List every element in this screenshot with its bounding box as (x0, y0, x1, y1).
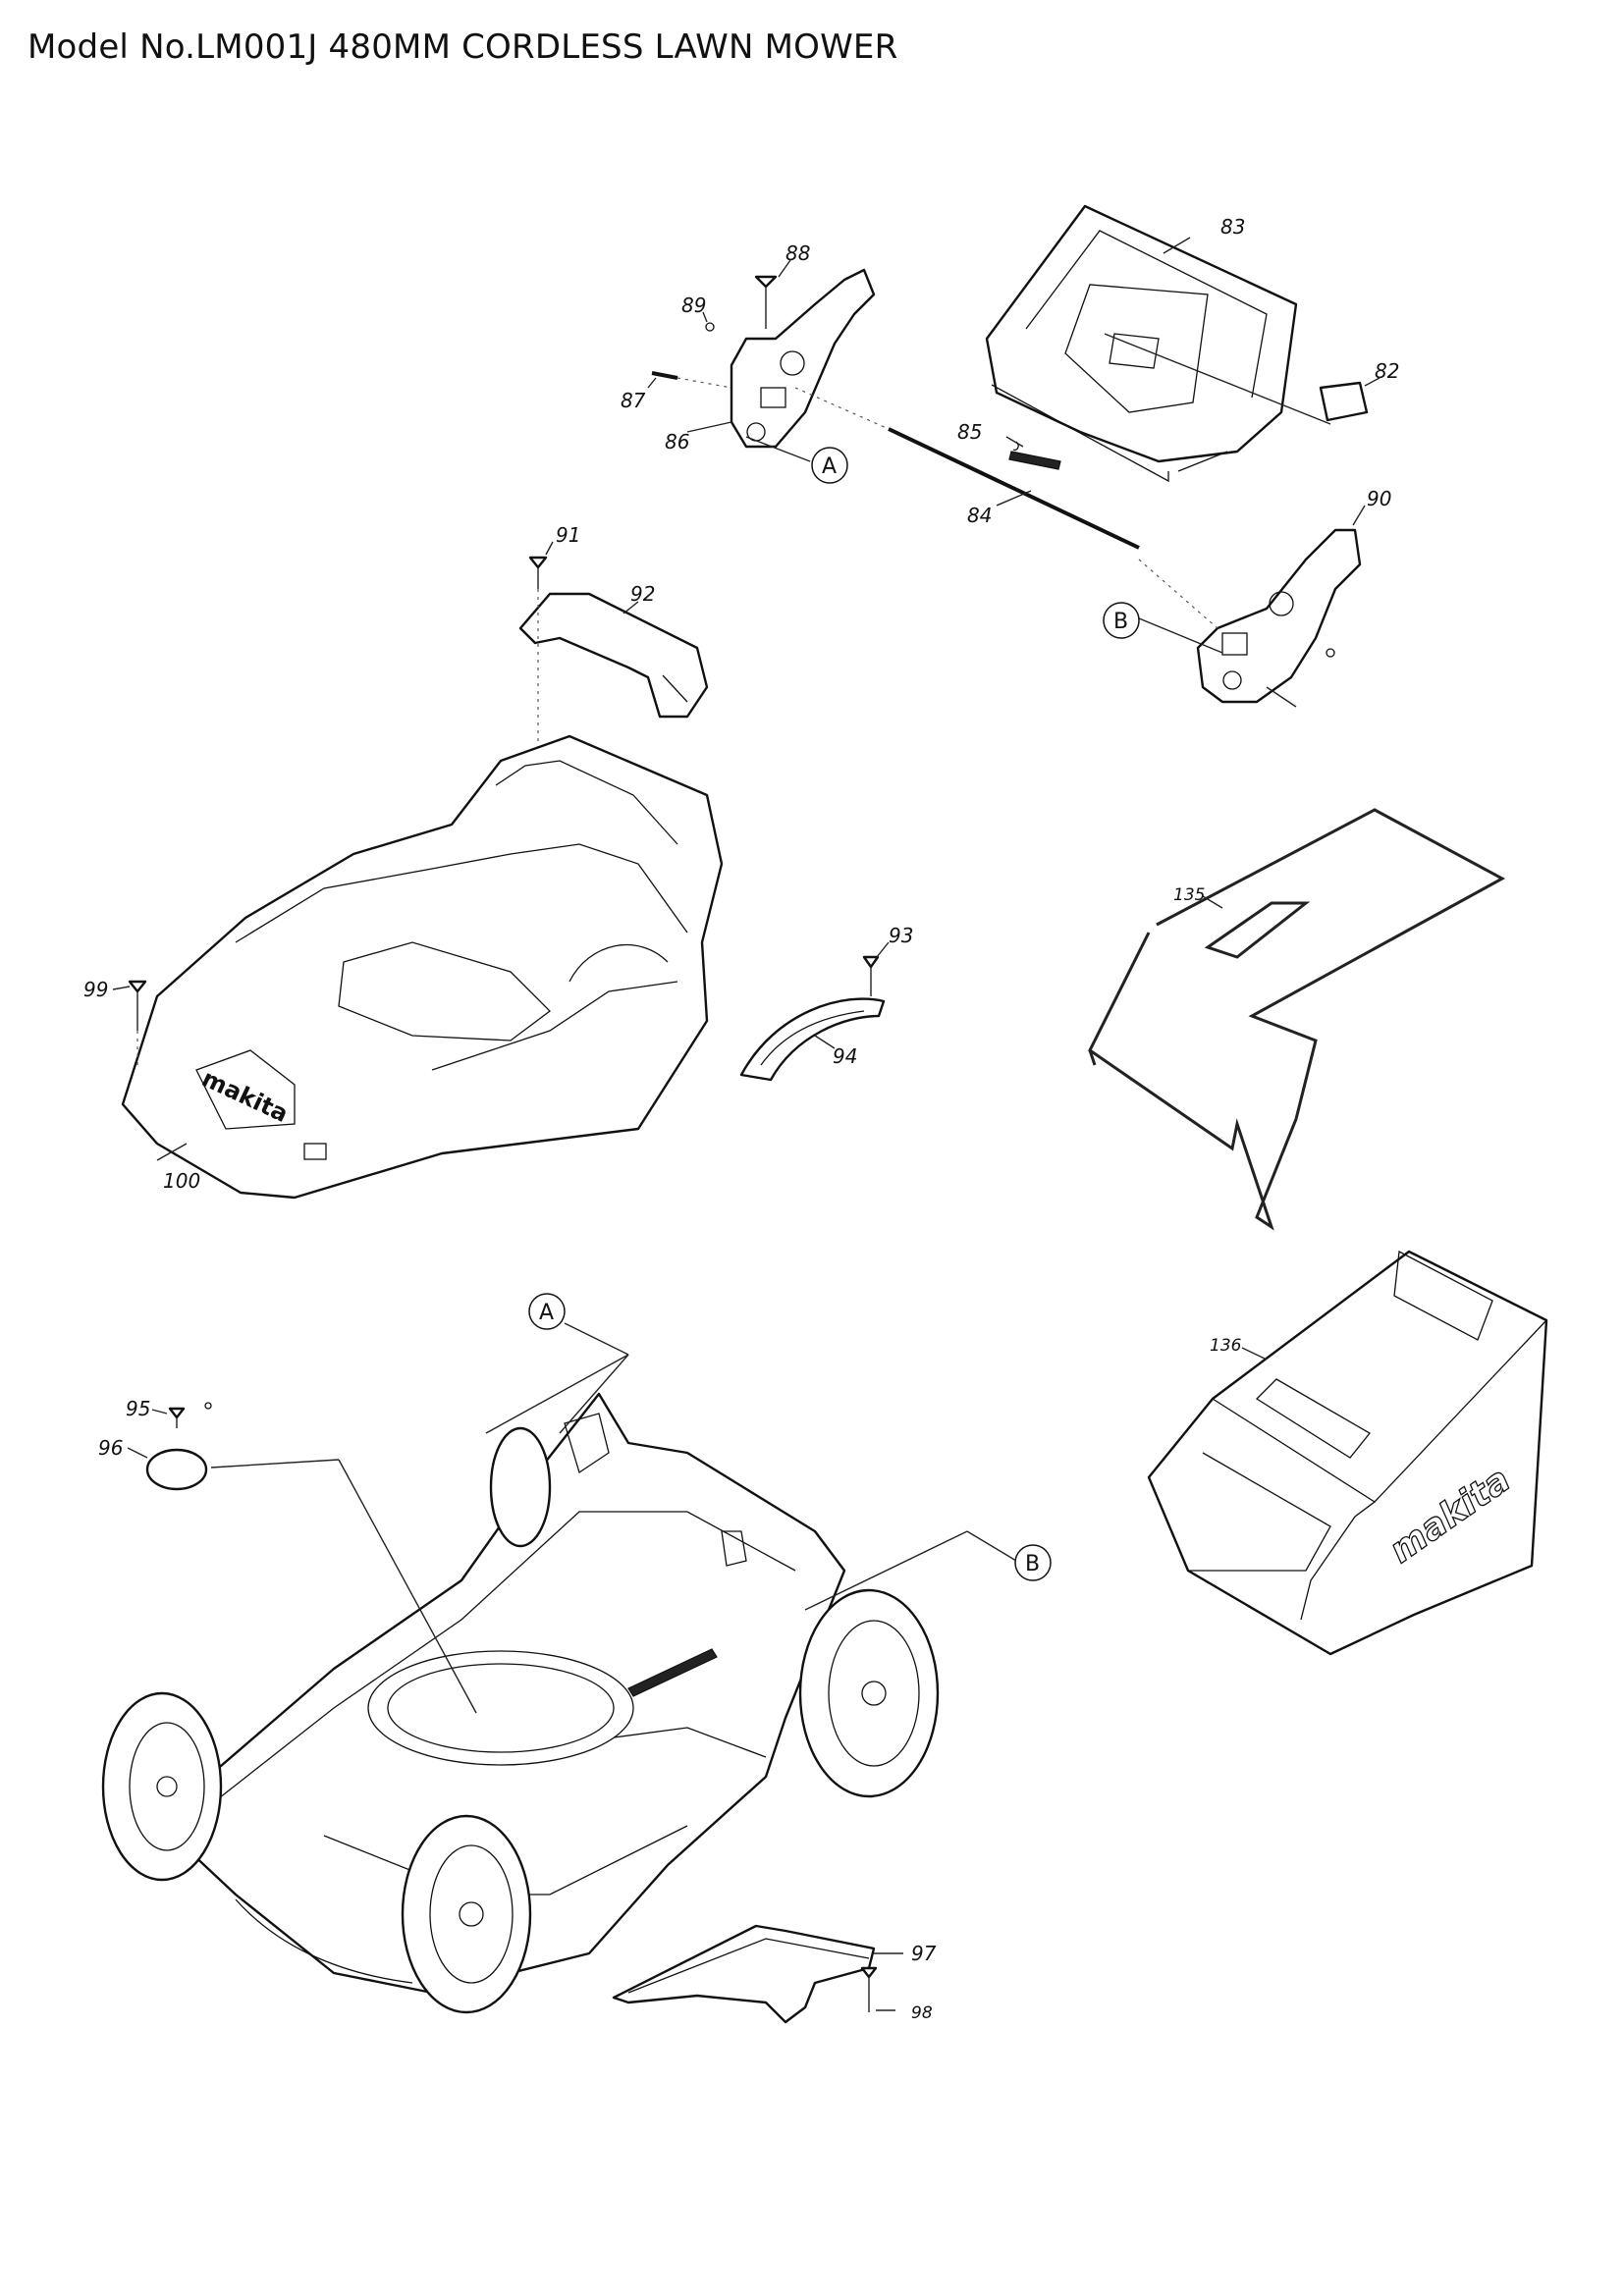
part-100-screw (860, 1966, 878, 2012)
part-94-flap (739, 997, 886, 1082)
ref-a-upper: A (811, 447, 848, 484)
part-89-clip (705, 322, 715, 332)
leader-lines (112, 237, 1380, 2011)
svg-text:B: B (1113, 610, 1128, 634)
front-right-wheel (489, 1426, 552, 1548)
callout-97: 99 (83, 978, 108, 1001)
callout-85: 85 (957, 420, 982, 444)
callout-136: 136 (1210, 1336, 1242, 1356)
part-99-plug (612, 1924, 876, 2024)
part-96-knob (145, 1448, 477, 1714)
callout-89: 89 (681, 294, 706, 317)
part-92-handle (518, 592, 709, 719)
part-85-spring (1008, 441, 1061, 470)
front-left-wheel (101, 1691, 223, 1882)
part-82-label (1319, 381, 1369, 422)
svg-text:A: A (822, 454, 837, 479)
part-88-screw (754, 275, 778, 329)
callout-100: 98 (911, 2003, 933, 2023)
part-87-bolt (651, 371, 732, 389)
part-98-body-cover: makita (121, 734, 724, 1200)
callout-86: 86 (665, 430, 689, 454)
part-93-screw (862, 955, 880, 996)
rear-left-wheel (401, 1814, 532, 2014)
callout-93: 93 (889, 924, 913, 947)
part-136-grass-bag: makita (1147, 1250, 1548, 1656)
callout-91: 91 (556, 523, 580, 547)
part-86-bracket (730, 268, 876, 449)
callout-92: 92 (630, 582, 655, 606)
part-95-screw (168, 1402, 212, 1428)
part-90-bracket (1138, 528, 1362, 708)
callout-96: 96 (98, 1436, 123, 1460)
svg-text:B: B (1025, 1552, 1040, 1576)
part-135-bag-frame (1088, 808, 1506, 1231)
callout-82: 82 (1375, 359, 1399, 383)
callout-99: 97 (911, 1942, 937, 1965)
callout-95: 95 (126, 1397, 150, 1420)
part-97-screw (128, 980, 147, 1070)
page-title: Model No.LM001J 480MM CORDLESS LAWN MOWE… (27, 27, 898, 67)
callout-135: 135 (1173, 885, 1205, 905)
callout-88: 88 (785, 241, 810, 265)
ref-b-upper: B (1103, 602, 1140, 639)
part-84-rod (794, 387, 1140, 550)
ref-b-lower: B (1014, 1544, 1052, 1581)
part-91-screw (528, 556, 548, 766)
callout-98: 100 (163, 1169, 200, 1193)
part-83-lid (985, 204, 1298, 483)
rear-right-wheel (798, 1588, 940, 1798)
svg-text:A: A (539, 1301, 554, 1325)
ref-a-lower: A (528, 1293, 566, 1330)
callout-87: 87 (621, 389, 646, 412)
callout-90: 90 (1367, 487, 1391, 510)
callout-94: 94 (833, 1044, 857, 1068)
callout-83: 83 (1220, 215, 1245, 239)
callout-84: 84 (967, 504, 992, 527)
